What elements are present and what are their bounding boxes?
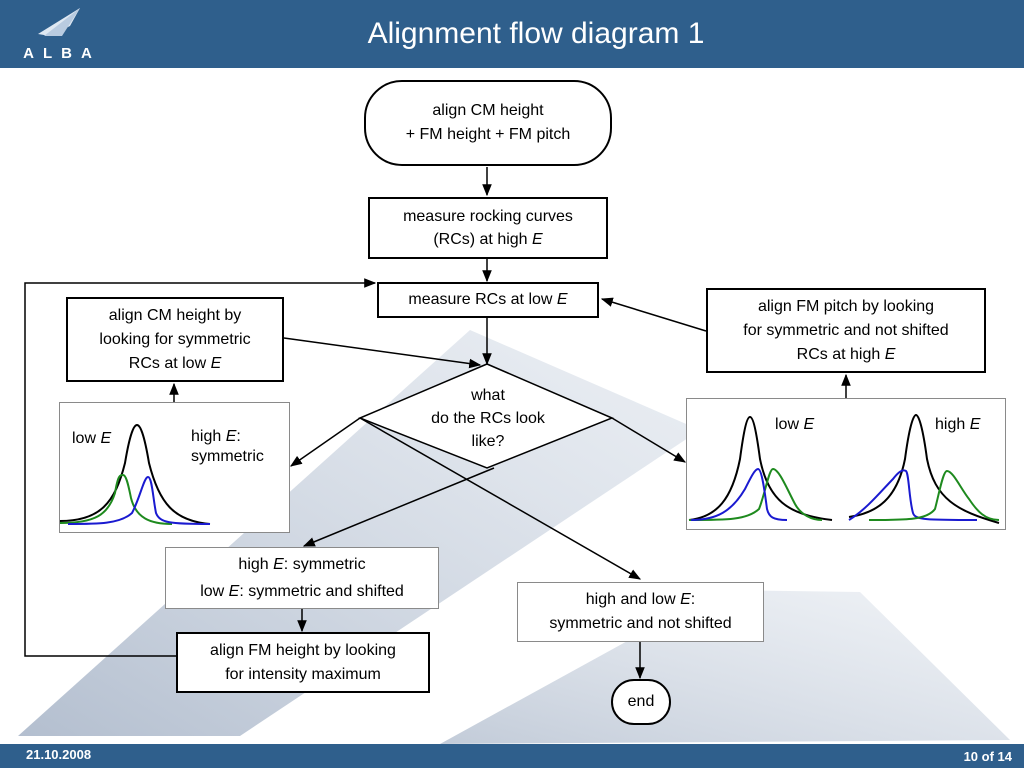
- align-fm-height-node: align FM height by looking for intensity…: [176, 632, 430, 693]
- decorative-beam-2: [440, 590, 1010, 744]
- right-plot-curves: [688, 413, 1000, 524]
- left-plot-high-label: high E:: [191, 428, 241, 445]
- align-height-line-2: for intensity maximum: [225, 665, 381, 683]
- align-pitch-line-3: RCs at high E: [796, 345, 896, 363]
- case-ok-node: high and low E: symmetric and not shifte…: [517, 582, 764, 642]
- case-shifted-node: high E: symmetric low E: symmetric and s…: [165, 547, 439, 609]
- alba-logo: ALBA: [23, 8, 101, 62]
- align-fm-pitch-node: align FM pitch by looking for symmetric …: [706, 288, 986, 373]
- start-line-2: + FM height + FM pitch: [405, 126, 571, 143]
- right-high-black-curve: [848, 413, 1000, 524]
- connector-loop-back: [24, 278, 377, 657]
- left-plot-high-line2: symmetric: [191, 448, 264, 465]
- end-label: end: [627, 693, 655, 710]
- measure-high-line-2: (RCs) at high E: [433, 231, 543, 248]
- right-plot: low E high E: [686, 398, 1006, 530]
- start-line-1: align CM height: [432, 102, 544, 119]
- decision-node: what do the RCs look like?: [398, 382, 578, 454]
- left-plot-curves: [60, 423, 211, 525]
- measure-high-node: measure rocking curves (RCs) at high E: [368, 197, 608, 259]
- decision-line-1: what: [471, 386, 505, 404]
- case-shifted-line-1: high E: symmetric: [238, 556, 366, 573]
- right-plot-high-label: high E: [935, 416, 981, 433]
- connector-decision-to-ok: [359, 417, 642, 580]
- right-low-blue-curve: [690, 467, 788, 521]
- right-low-black-curve: [688, 415, 833, 521]
- left-black-curve: [60, 423, 211, 525]
- align-cm-node: align CM height by looking for symmetric…: [66, 297, 284, 382]
- case-shifted-line-2: low E: symmetric and shifted: [200, 583, 404, 600]
- align-height-line-1: align FM height by looking: [210, 641, 396, 659]
- footer-page-number: 10 of 14: [963, 749, 1012, 764]
- decision-diamond: [358, 363, 614, 469]
- footer-bar: 21.10.2008 10 of 14: [0, 744, 1024, 768]
- left-blue-curve: [67, 475, 211, 525]
- connector-decision-to-rightplot: [611, 417, 687, 463]
- align-pitch-line-1: align FM pitch by looking: [757, 297, 935, 315]
- slide-title: Alignment flow diagram 1: [367, 17, 705, 50]
- connector-alignpitch-to-low: [600, 297, 707, 332]
- connector-decision-to-shifted: [302, 467, 495, 547]
- measure-high-line-1: measure rocking curves: [403, 208, 573, 225]
- decision-line-3: like?: [471, 432, 505, 450]
- footer-date: 21.10.2008: [26, 747, 92, 762]
- right-high-green-curve: [868, 469, 1000, 521]
- measure-low-node: measure RCs at low E: [377, 282, 599, 318]
- case-ok-line-2: symmetric and not shifted: [549, 615, 732, 632]
- left-plot: low E high E: symmetric: [59, 402, 290, 533]
- left-green-curve: [60, 473, 173, 525]
- decision-line-2: do the RCs look: [431, 409, 545, 427]
- svg-text:ALBA: ALBA: [23, 45, 101, 62]
- left-plot-low-label: low E: [72, 430, 112, 447]
- measure-low-label: measure RCs at low E: [408, 291, 568, 308]
- align-cm-line-3: RCs at low E: [128, 354, 222, 372]
- right-low-green-curve: [688, 467, 823, 521]
- align-cm-line-2: looking for symmetric: [99, 330, 251, 348]
- start-node: align CM height + FM height + FM pitch: [364, 80, 612, 166]
- end-node: end: [611, 679, 671, 725]
- align-pitch-line-2: for symmetric and not shifted: [743, 321, 949, 339]
- right-plot-low-label: low E: [775, 416, 815, 433]
- header-bar: ALBA Alignment flow diagram 1: [0, 0, 1024, 68]
- case-ok-line-1: high and low E:: [585, 591, 696, 608]
- connector-aligncm-to-decision: [283, 337, 482, 369]
- align-cm-line-1: align CM height by: [108, 306, 242, 324]
- connector-decision-to-leftplot: [290, 417, 361, 467]
